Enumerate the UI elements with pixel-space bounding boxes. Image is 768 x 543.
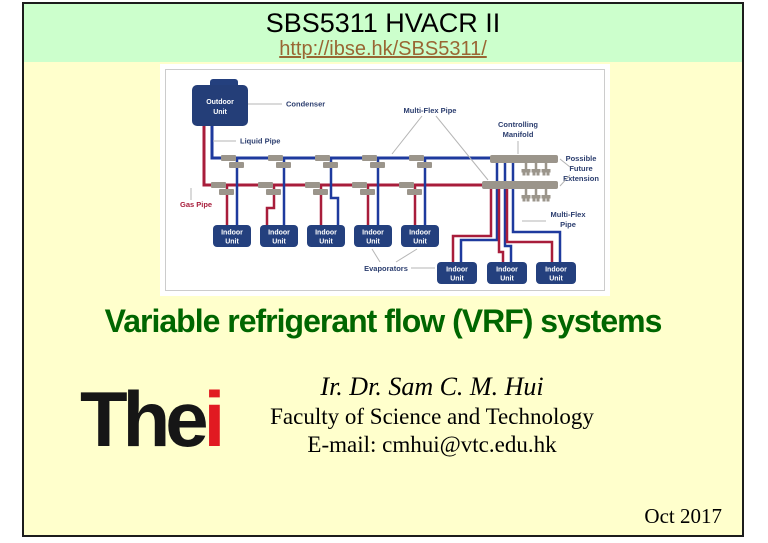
indoor-unit-label: Indoor bbox=[496, 267, 518, 274]
controlling-manifold-label: Controlling bbox=[498, 120, 538, 129]
future-extension-label: Possible bbox=[566, 154, 597, 163]
gas-manifold-feed bbox=[451, 185, 493, 262]
future-extension-callout bbox=[559, 158, 571, 168]
indoor-unit-label: Unit bbox=[500, 276, 514, 283]
indoor-unit-label: Indoor bbox=[221, 230, 243, 237]
multi-flex-pipe-callout bbox=[391, 115, 423, 155]
gas-manifold-feed bbox=[505, 185, 554, 262]
thei-logo: Thei bbox=[80, 380, 225, 458]
gas-branch bbox=[265, 185, 276, 225]
gas-pipe-label: Gas Pipe bbox=[180, 200, 212, 209]
author-block: Ir. Dr. Sam C. M. Hui Faculty of Science… bbox=[262, 370, 602, 459]
liquid-manifold-feed bbox=[511, 159, 562, 262]
controlling-manifold-label: Manifold bbox=[503, 130, 534, 139]
vrf-diagram-panel: Outdoor Unit Indoor Unit Indoor Unit Ind… bbox=[160, 64, 610, 296]
author-email: E-mail: cmhui@vtc.edu.hk bbox=[307, 432, 557, 457]
indoor-unit-row-top: Indoor Unit Indoor Unit Indoor Unit Indo… bbox=[213, 225, 439, 247]
indoor-unit-box bbox=[260, 225, 298, 247]
outdoor-unit-box: Outdoor Unit bbox=[192, 79, 248, 126]
slide-title: Variable refrigerant flow (VRF) systems bbox=[104, 303, 663, 339]
multi-flex-connectors-gas bbox=[211, 182, 422, 195]
indoor-unit-label: Unit bbox=[450, 276, 464, 283]
liquid-manifold-feed bbox=[459, 159, 499, 262]
multi-flex-pipe-right-label: Multi-Flex bbox=[551, 210, 587, 219]
liquid-branch bbox=[329, 158, 340, 225]
vrf-diagram-svg: Outdoor Unit Indoor Unit Indoor Unit Ind… bbox=[165, 69, 605, 291]
liquid-pipe-line bbox=[210, 124, 494, 160]
indoor-unit-box bbox=[213, 225, 251, 247]
indoor-unit-box bbox=[437, 262, 477, 284]
future-extension-callout bbox=[559, 174, 571, 187]
indoor-unit-label: Unit bbox=[272, 239, 286, 246]
gas-controlling-manifold bbox=[482, 181, 558, 189]
evaporators-label: Evaporators bbox=[364, 264, 408, 273]
indoor-unit-label: Indoor bbox=[268, 230, 290, 237]
multi-flex-pipe-top-label: Multi-Flex Pipe bbox=[404, 106, 457, 115]
liquid-manifold-feed bbox=[503, 159, 513, 262]
indoor-unit-label: Unit bbox=[225, 239, 239, 246]
indoor-unit-label: Indoor bbox=[362, 230, 384, 237]
indoor-unit-box bbox=[536, 262, 576, 284]
gas-pipe-line bbox=[202, 124, 488, 187]
indoor-unit-label: Unit bbox=[413, 239, 427, 246]
indoor-unit-box bbox=[307, 225, 345, 247]
gas-manifold-feed bbox=[497, 185, 505, 262]
multi-flex-pipe-callout bbox=[435, 115, 489, 181]
evaporators-callout bbox=[395, 248, 418, 263]
indoor-unit-row-bottom: Indoor Unit Indoor Unit Indoor Unit bbox=[437, 262, 576, 284]
indoor-unit-label: Unit bbox=[319, 239, 333, 246]
indoor-unit-box bbox=[354, 225, 392, 247]
author-affiliation: Faculty of Science and Technology bbox=[270, 404, 594, 429]
evaporators-callout bbox=[371, 248, 381, 263]
slide-date: Oct 2017 bbox=[644, 504, 722, 528]
indoor-unit-label: Indoor bbox=[315, 230, 337, 237]
indoor-unit-label: Indoor bbox=[545, 267, 567, 274]
presentation-slide: SBS5311 HVACR II http://ibse.hk/SBS5311/ bbox=[22, 2, 744, 537]
thei-logo-black: The bbox=[80, 375, 209, 463]
thei-logo-red-i: i bbox=[203, 375, 226, 463]
liquid-controlling-manifold bbox=[490, 155, 558, 163]
course-title: SBS5311 HVACR II bbox=[265, 8, 501, 38]
outdoor-unit-label: Outdoor bbox=[206, 99, 234, 106]
future-extension-label: Extension bbox=[563, 174, 599, 183]
future-extension-caps bbox=[521, 163, 551, 202]
indoor-unit-label: Indoor bbox=[409, 230, 431, 237]
multi-flex-connectors-liquid bbox=[221, 155, 432, 168]
indoor-unit-box bbox=[487, 262, 527, 284]
author-name: Ir. Dr. Sam C. M. Hui bbox=[320, 372, 544, 401]
slide-header: SBS5311 HVACR II http://ibse.hk/SBS5311/ bbox=[24, 4, 742, 62]
condenser-label: Condenser bbox=[286, 100, 325, 109]
indoor-unit-label: Unit bbox=[549, 276, 563, 283]
indoor-unit-label: Unit bbox=[366, 239, 380, 246]
outdoor-unit-label: Unit bbox=[213, 109, 227, 116]
course-link[interactable]: http://ibse.hk/SBS5311/ bbox=[279, 38, 487, 60]
liquid-pipe-label: Liquid Pipe bbox=[240, 137, 280, 146]
future-extension-label: Future bbox=[569, 164, 592, 173]
indoor-unit-label: Indoor bbox=[446, 267, 468, 274]
indoor-unit-box bbox=[401, 225, 439, 247]
multi-flex-pipe-right-label: Pipe bbox=[560, 220, 576, 229]
